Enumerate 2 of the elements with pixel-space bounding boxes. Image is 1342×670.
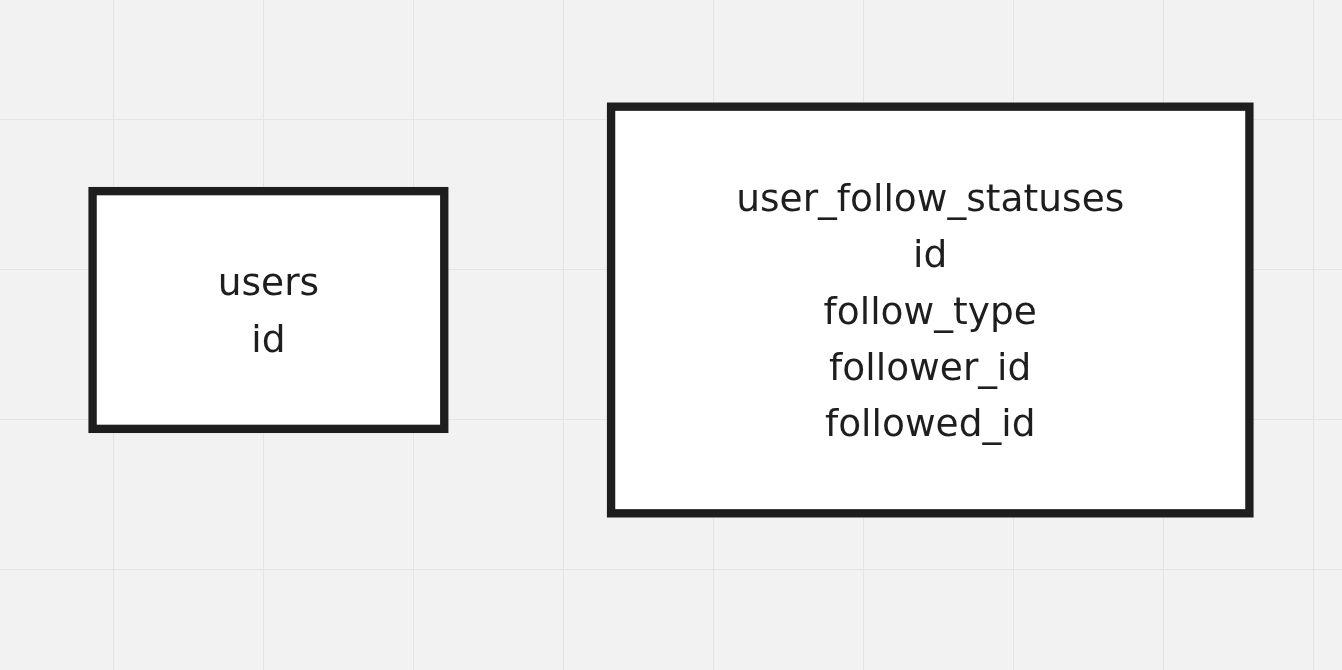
node-box: users id xyxy=(88,186,449,434)
node-box: user_follow_statuses id follow_type follower_id followed_id xyxy=(606,102,1254,518)
